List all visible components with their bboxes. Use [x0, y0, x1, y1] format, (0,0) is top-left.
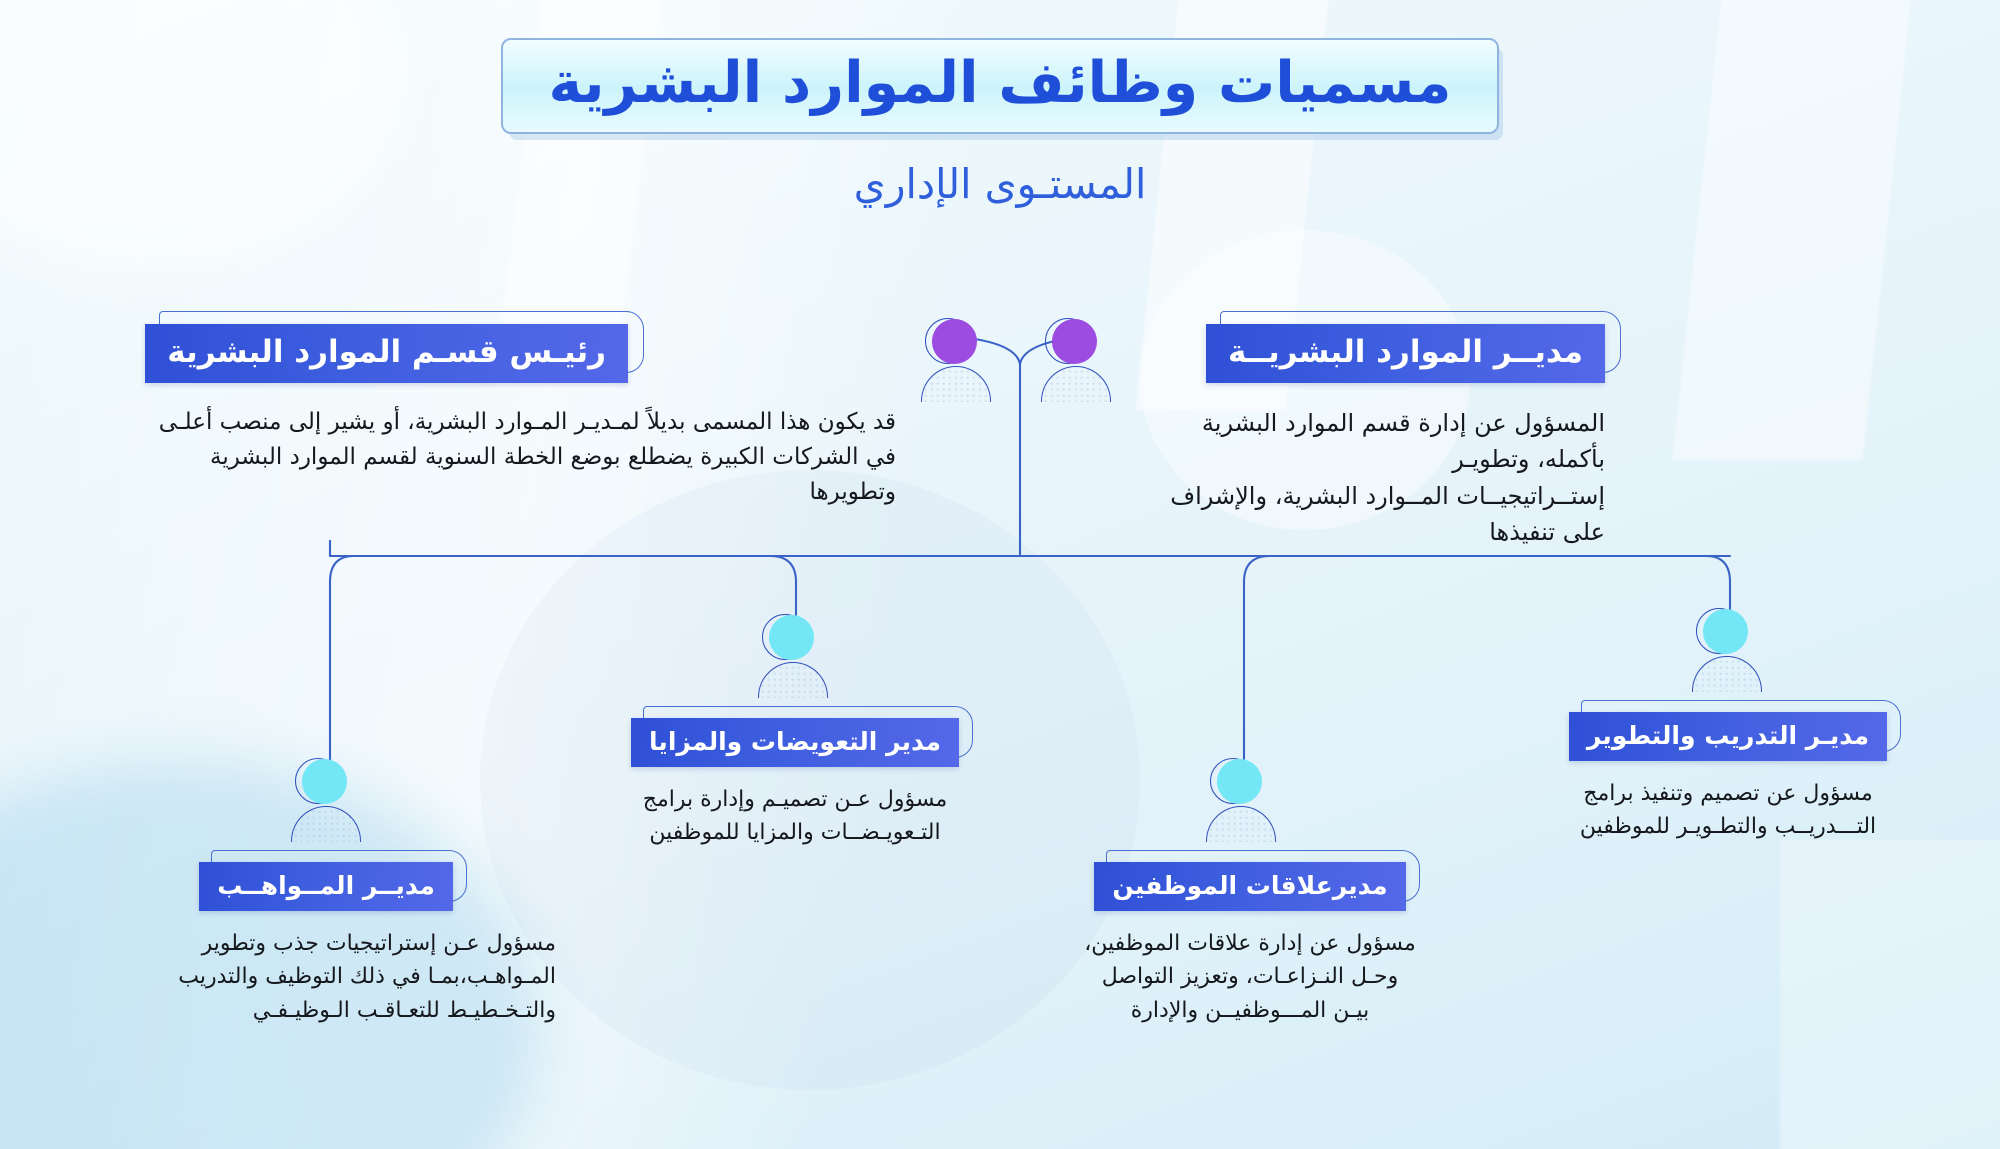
- avatar-head-icon: [769, 615, 814, 660]
- person-avatar-purple-left: [921, 318, 999, 402]
- node-talent-manager-description: مسؤول عـن إستراتيجيات جذب وتطوير المـواه…: [178, 931, 556, 1023]
- node-talent-manager[interactable]: مديــر المــواهــب مسؤول عـن إستراتيجيات…: [96, 850, 556, 1027]
- bg-circle-large: [480, 470, 1140, 1090]
- header: مسميات وظائف الموارد البشرية المستـوى ال…: [0, 38, 2000, 208]
- person-avatar-cyan-relations: [1206, 758, 1284, 842]
- avatar-head-icon: [932, 319, 977, 364]
- avatar-body-icon: [758, 662, 828, 698]
- connector-branch-talent: [328, 554, 356, 788]
- node-talent-manager-chip[interactable]: مديــر المــواهــب: [199, 850, 467, 911]
- node-hr-manager-label: مديــر الموارد البشريــة: [1205, 324, 1605, 383]
- avatar-head-icon: [302, 759, 347, 804]
- node-training-manager-label: مديـر التدريب والتطوير: [1568, 712, 1888, 761]
- node-compensation-manager[interactable]: مدير التعويضات والمزايا مسؤول عـن تصميـم…: [600, 706, 990, 850]
- node-training-manager[interactable]: مديـر التدريب والتطوير مسؤول عن تصميم وت…: [1528, 700, 1928, 844]
- node-department-head-chip[interactable]: رئيـس قسـم الموارد البشرية: [145, 311, 644, 383]
- node-department-head-label: رئيـس قسـم الموارد البشرية: [145, 324, 628, 383]
- node-training-manager-chip[interactable]: مديـر التدريب والتطوير: [1568, 700, 1902, 761]
- avatar-head-icon: [1703, 609, 1748, 654]
- bg-band-lower: [1780, 840, 2000, 1149]
- connector-branch-relations: [1242, 554, 1272, 764]
- node-hr-manager[interactable]: مديــر الموارد البشريــة المسؤول عن إدار…: [1155, 311, 1621, 551]
- node-hr-manager-chip[interactable]: مديــر الموارد البشريــة: [1205, 311, 1621, 383]
- avatar-body-icon: [1692, 656, 1762, 692]
- node-employee-relations-label: مديرعلاقات الموظفين: [1094, 862, 1406, 911]
- node-hr-manager-description: المسؤول عن إدارة قسم الموارد البشرية بأك…: [1170, 409, 1605, 547]
- avatar-body-icon: [1041, 366, 1111, 402]
- avatar-head-icon: [1052, 319, 1097, 364]
- page-title: مسميات وظائف الموارد البشرية: [548, 50, 1452, 116]
- node-compensation-manager-chip[interactable]: مدير التعويضات والمزايا: [631, 706, 973, 767]
- node-compensation-manager-description: مسؤول عـن تصميـم وإدارة برامج التـعويـضـ…: [642, 787, 948, 846]
- node-department-head[interactable]: رئيـس قسـم الموارد البشرية قد يكون هذا ا…: [128, 311, 896, 510]
- avatar-body-icon: [1206, 806, 1276, 842]
- person-avatar-cyan-compensation: [758, 614, 836, 698]
- avatar-body-icon: [921, 366, 991, 402]
- avatar-body-icon: [291, 806, 361, 842]
- node-employee-relations-chip[interactable]: مديرعلاقات الموظفين: [1094, 850, 1420, 911]
- node-employee-relations-manager[interactable]: مديرعلاقات الموظفين مسؤول عن إدارة علاقا…: [1040, 850, 1460, 1027]
- person-avatar-purple-right: [1041, 318, 1119, 402]
- node-training-manager-description: مسؤول عن تصميم وتنفيذ برامج التـــدريــب…: [1579, 781, 1877, 840]
- node-talent-manager-label: مديــر المــواهــب: [199, 862, 453, 911]
- avatar-head-icon: [1217, 759, 1262, 804]
- node-department-head-description: قد يكون هذا المسمى بديلاً لمـديـر المـوا…: [158, 409, 896, 505]
- node-employee-relations-description: مسؤول عن إدارة علاقات الموظفين، وحـل الن…: [1084, 931, 1416, 1023]
- person-avatar-cyan-talent: [291, 758, 369, 842]
- connector-branch-training: [1704, 554, 1732, 614]
- node-compensation-manager-label: مدير التعويضات والمزايا: [631, 718, 959, 767]
- page-title-pill: مسميات وظائف الموارد البشرية: [500, 38, 1500, 134]
- page-subtitle: المستـوى الإداري: [853, 159, 1147, 208]
- person-avatar-cyan-training: [1692, 608, 1770, 692]
